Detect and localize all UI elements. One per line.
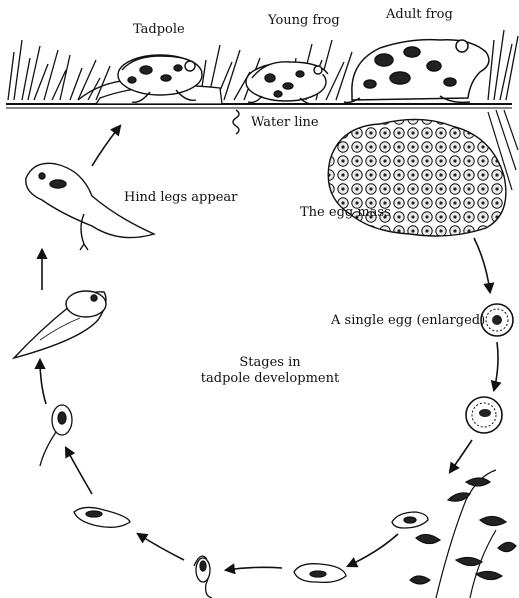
water-plant: [410, 470, 516, 598]
arrow-hatchling-to-stage2: [348, 534, 398, 566]
tadpole-stage-2: [294, 564, 346, 583]
label-tadpole: Tadpole: [133, 22, 185, 37]
arrow-stage5-to-stage6: [40, 360, 46, 404]
adult-frog-figure: [344, 40, 489, 103]
tadpole-stage-6: [14, 291, 106, 358]
young-frog-figure: [246, 62, 328, 105]
arrow-egg-mass-to-single-egg: [474, 238, 490, 292]
tadpole-stage-4: [74, 507, 130, 527]
label-hind-legs-appear: Hind legs appear: [124, 190, 237, 205]
arrow-stage3-to-stage4: [138, 534, 184, 560]
arrow-hind-legs-to-tadpole: [92, 126, 120, 166]
label-young-frog: Young frog: [268, 13, 340, 28]
label-single-egg: A single egg (enlarged): [331, 313, 485, 328]
arrow-stage4-to-stage5: [66, 448, 92, 494]
tadpole-stage-3: [194, 556, 212, 598]
center-caption: Stages in tadpole development: [190, 355, 350, 387]
tadpole-stage-hind-legs: [26, 163, 154, 250]
label-water-line: Water line: [251, 115, 319, 130]
single-egg-enlarged: [481, 304, 513, 336]
center-caption-line2: tadpole development: [190, 371, 350, 387]
arrow-stage2-to-stage3: [226, 567, 282, 570]
tadpole-stage-5: [40, 405, 72, 466]
label-adult-frog: Adult frog: [386, 7, 453, 22]
arrow-single-egg-to-developing: [494, 342, 498, 390]
tadpole-stage-hatchling: [392, 512, 428, 528]
arrow-developing-to-hatchling: [450, 440, 472, 472]
label-egg-mass: The egg mass: [300, 205, 391, 220]
developing-egg: [466, 397, 502, 433]
center-caption-line1: Stages in: [190, 355, 350, 371]
